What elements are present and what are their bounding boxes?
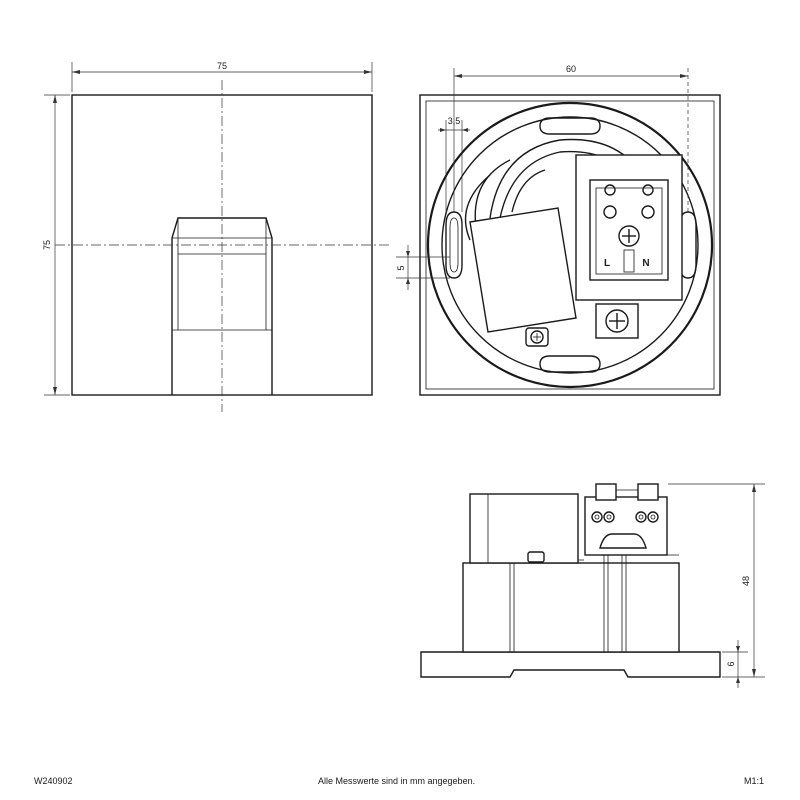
- side-base-plate: [420, 651, 721, 678]
- side-body: [462, 562, 680, 653]
- dim-hole-offset-label: 3,5: [448, 116, 461, 126]
- dim-hole-offset: [438, 120, 470, 212]
- footer-code: W240902: [34, 776, 73, 786]
- ground-screw: [605, 309, 629, 333]
- terminal-label-n: N: [642, 258, 649, 269]
- side-screw: [527, 551, 545, 563]
- mounting-ring-outer: [426, 101, 714, 389]
- clamp-hole-1: [604, 184, 616, 196]
- dim-rear-width-label: 60: [566, 64, 576, 74]
- rear-plate-outer: [419, 94, 721, 396]
- dim-front-width-label: 75: [217, 61, 227, 71]
- dim-side-height-label: 48: [741, 576, 751, 586]
- mounting-slot-bottom: [539, 355, 601, 373]
- dim-base-height-label: 6: [726, 661, 736, 666]
- dim-rear-width: [453, 68, 689, 212]
- dim-front-height: [44, 94, 70, 396]
- rear-view: L N 60 3,5 5: [396, 64, 721, 396]
- cable-block: [469, 207, 577, 333]
- clamp-hole-4: [641, 205, 655, 219]
- dim-hole-height-label: 5: [396, 265, 406, 270]
- terminal-slot: [623, 249, 635, 273]
- side-view: 48 6: [420, 483, 765, 688]
- front-view: 75 75: [42, 61, 390, 412]
- footer-note: Alle Messwerte sind in mm angegeben.: [318, 776, 476, 786]
- rear-plate-inner: [425, 100, 715, 390]
- clamp-hole-2: [642, 184, 654, 196]
- terminal-label-l: L: [604, 258, 610, 269]
- footer-scale: M1:1: [744, 776, 765, 786]
- terminal-screw: [618, 225, 640, 247]
- front-opening: [171, 217, 273, 395]
- mounting-slot-left: [445, 211, 463, 279]
- clamp-hole-3: [603, 205, 617, 219]
- dim-front-height-label: 75: [42, 240, 52, 250]
- terminal-block: [575, 154, 683, 339]
- mounting-slot-top: [539, 117, 601, 135]
- side-terminal-block: [584, 483, 668, 556]
- terminal-inner: [595, 187, 663, 275]
- bottom-screw: [525, 327, 549, 347]
- dim-front-width: [71, 62, 373, 92]
- dim-side-height: [668, 483, 765, 678]
- terminal-frame: [589, 179, 669, 281]
- dim-base-height: [722, 640, 748, 688]
- dim-hole-height: [396, 245, 450, 290]
- terminal-housing: [575, 154, 683, 301]
- side-cable-block: [469, 493, 579, 564]
- mounting-ring-inner: [441, 116, 699, 374]
- mounting-slot-right: [679, 211, 697, 279]
